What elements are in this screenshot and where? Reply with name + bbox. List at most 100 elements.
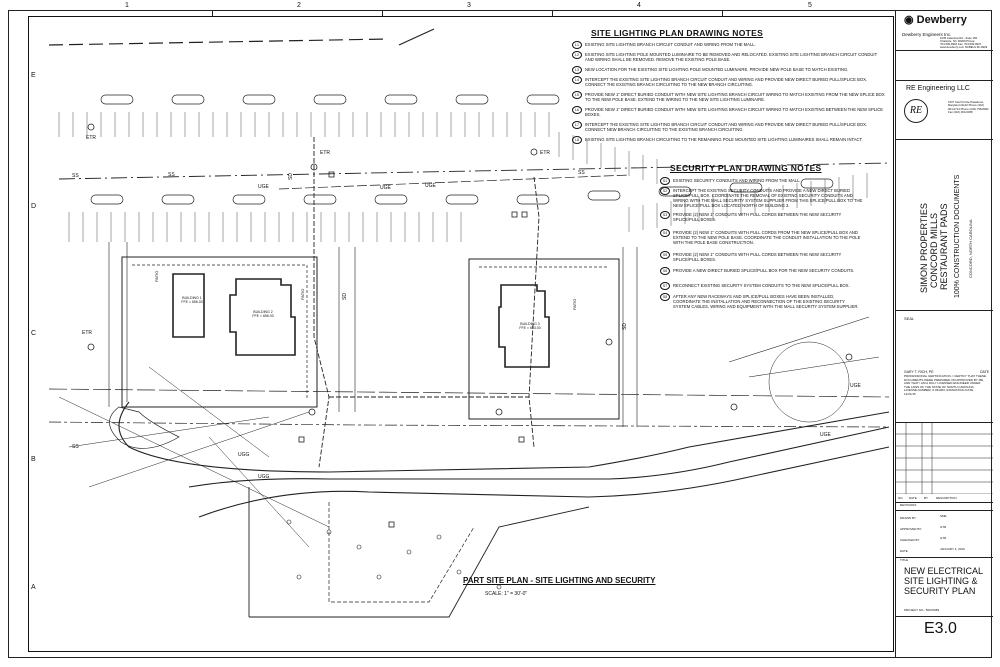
- building-2-label: BUILDING 2 FFE = 656.00: [252, 310, 274, 318]
- certification-text: PROFESSIONAL CERTIFICATION. I CERTIFY TH…: [904, 374, 986, 396]
- plan-title: PART SITE PLAN - SITE LIGHTING AND SECUR…: [463, 576, 656, 585]
- security-notes-title: SECURITY PLAN DRAWING NOTES: [670, 163, 822, 173]
- project-location: CONCORD, NORTH CAROLINA: [968, 219, 973, 278]
- engineer-name: GARY T. RICH, PE: [904, 370, 934, 374]
- grid-tick: [212, 10, 213, 16]
- grid-column-3: 3: [467, 2, 471, 9]
- sheet-title: NEW ELECTRICAL SITE LIGHTING & SECURITY …: [904, 566, 984, 596]
- ugg-label: UGG: [238, 452, 250, 458]
- rev-header-no: NO.: [898, 496, 904, 500]
- grid-column-5: 5: [808, 2, 812, 9]
- site-plan-drawing: [48, 28, 890, 618]
- grid-tick: [382, 10, 383, 16]
- uge-label: UGE: [380, 185, 391, 191]
- project-section: SIMON PROPERTIES CONCORD MILLS RESTAURAN…: [896, 138, 993, 311]
- etr-label: ETR: [540, 150, 550, 156]
- building-footprints: [172, 273, 550, 368]
- date-label: DATE: [900, 549, 908, 553]
- etr-label: ETR: [82, 330, 92, 336]
- ugg-label: UGG: [258, 474, 270, 480]
- splice-boxes: [298, 171, 528, 528]
- date-value: JANUARY 4, 2016: [940, 547, 965, 551]
- storm-drain-label: SD: [342, 293, 348, 300]
- project-status: 100% CONSTRUCTION DOCUMENTS: [954, 174, 961, 298]
- light-poles: [87, 123, 853, 416]
- site-lighting-notes-title: SITE LIGHTING PLAN DRAWING NOTES: [591, 28, 764, 38]
- etr-label: ETR: [320, 150, 330, 156]
- patio-label: PATIO: [300, 288, 305, 300]
- parking-row-top: [100, 94, 560, 105]
- title-label: TITLE: [900, 558, 909, 562]
- project-name-line-3: RESTAURANT PADS: [939, 203, 949, 290]
- title-block: ◉ Dewberry Dewberry Engineers Inc. 6135 …: [895, 10, 993, 658]
- building-1-label: BUILDING 1 FFE = 656.00: [181, 296, 203, 304]
- grid-column-1: 1: [125, 2, 129, 9]
- sewer-label: SS: [578, 170, 585, 176]
- sewer-label: SS: [72, 444, 79, 450]
- revisions-section: NO. DATE BY DESCRIPTION: [896, 422, 993, 503]
- firm-section: ◉ Dewberry Dewberry Engineers Inc. 6135 …: [896, 10, 993, 51]
- patio-label: PATIO: [572, 298, 577, 310]
- project-name-line-2: CONCORD MILLS: [929, 212, 939, 288]
- sheet-outer-border: [8, 10, 992, 658]
- rev-header-by: BY: [924, 496, 929, 500]
- grid-row-a: A: [31, 584, 36, 591]
- uge-label: UGE: [258, 184, 269, 190]
- uge-label: UGE: [850, 383, 861, 389]
- grid-column-4: 4: [637, 2, 641, 9]
- grid-row-d: D: [31, 203, 37, 210]
- uge-label: UGE: [820, 432, 831, 438]
- sheet-title-section: TITLE NEW ELECTRICAL SITE LIGHTING & SEC…: [896, 556, 993, 617]
- seal-section: SEAL GARY T. RICH, PE DATE PROFESSIONAL …: [896, 310, 993, 423]
- grid-row-c: C: [31, 330, 37, 337]
- sewer-label: SS: [168, 172, 175, 178]
- grid-row-b: B: [31, 456, 36, 463]
- checked-by-value: GTR: [940, 536, 947, 540]
- firm-logo: ◉ Dewberry: [904, 14, 967, 26]
- firm-address: 6135 Lakeview Rd., Suite 150 Charlotte, …: [940, 36, 988, 49]
- parking-row-middle: [90, 178, 834, 205]
- approved-by-label: APPROVED BY: [900, 527, 922, 531]
- storm-drain-label: SD: [622, 323, 628, 330]
- drawn-by-value: SME: [940, 514, 947, 518]
- grid-tick: [722, 10, 723, 16]
- revision-table-grid: [896, 422, 993, 494]
- etr-label: ETR: [86, 135, 96, 141]
- rev-header-description: DESCRIPTION: [936, 496, 957, 500]
- sheet-inner-border: [28, 16, 894, 652]
- approved-by-value: GTR: [940, 525, 947, 529]
- drawn-by-label: DRAWN BY: [900, 516, 917, 520]
- dewberry-logo-icon: ◉: [904, 14, 914, 26]
- project-name-line-1: SIMON PROPERTIES: [919, 203, 929, 293]
- patio-label: PATIO: [154, 270, 159, 282]
- plan-scale: SCALE: 1" = 30'-0": [485, 591, 528, 597]
- checked-by-label: CHECKED BY: [900, 538, 920, 542]
- grid-row-e: E: [31, 72, 36, 79]
- revisions-label: REVISIONS: [900, 503, 917, 507]
- rev-header-date: DATE: [909, 496, 917, 500]
- consultant-section: RE Engineering LLC RE 1507 Scarf Circle …: [896, 80, 993, 140]
- consultant-address: 1507 Scarf Circle Pasadena, Maryland 211…: [948, 100, 989, 114]
- building-3-label: BUILDING 3 FFE = 653.00: [519, 322, 541, 330]
- uge-label: UGE: [425, 183, 436, 189]
- grid-tick: [552, 10, 553, 16]
- drawn-by-section: DRAWN BY SME APPROVED BY GTR CHECKED BY …: [896, 510, 993, 558]
- consultant-name: RE Engineering LLC: [906, 85, 970, 92]
- project-number: PROJECT NO.: 50070983: [904, 608, 940, 612]
